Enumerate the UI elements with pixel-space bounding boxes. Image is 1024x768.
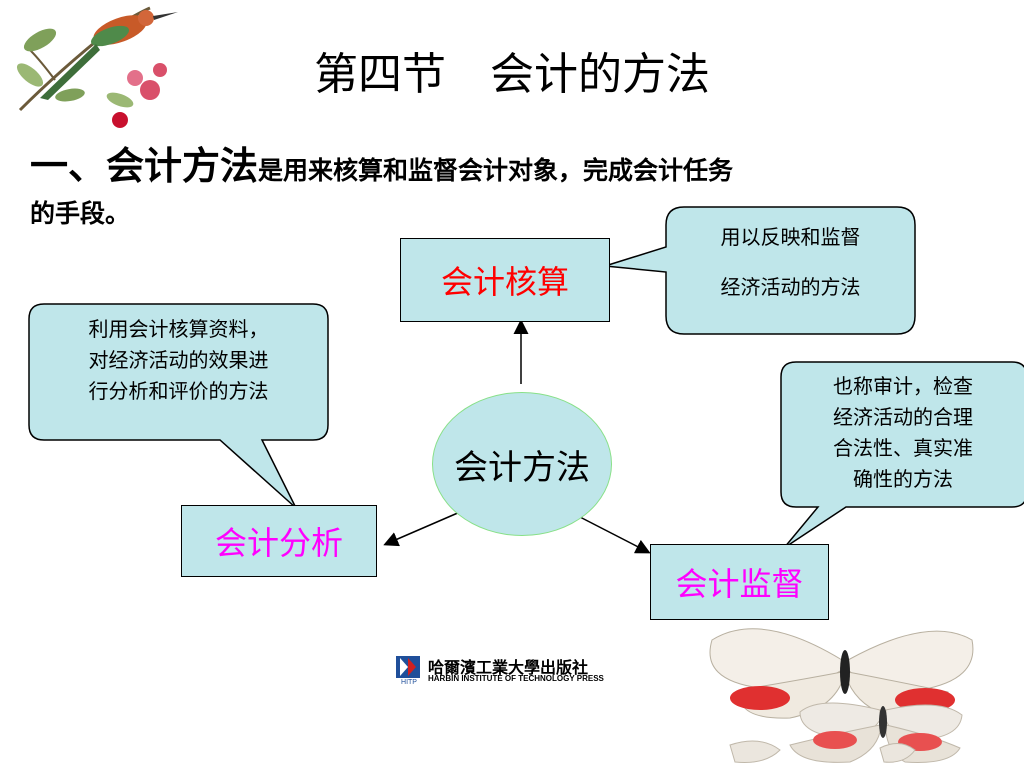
callout-hesuan-shape [604, 206, 916, 335]
definition-rest: 是用来核算和监督会计对象，完成会计任务 [258, 156, 734, 185]
publisher-logo-icon [396, 656, 420, 678]
callout-hesuan: 用以反映和监督 经济活动的方法 [668, 222, 913, 302]
callout-hesuan-line1: 用以反映和监督 [720, 225, 861, 249]
callout-jiandu-line4: 确性的方法 [853, 467, 953, 491]
page-title-section: 第四节 [314, 49, 446, 100]
arrow-to-fenxi [383, 511, 461, 547]
node-jiandu: 会计监督 [650, 544, 829, 620]
definition-line2: 的手段。 [30, 199, 131, 228]
callout-jiandu-line2: 经济活动的合理 [833, 405, 973, 429]
node-fenxi: 会计分析 [181, 505, 377, 577]
node-hesuan-label: 会计核算 [440, 263, 569, 301]
publisher-abbr: HITP [401, 679, 417, 686]
callout-jiandu: 也称审计，检查 经济活动的合理 合法性、真实准 确性的方法 [783, 371, 1023, 495]
callout-jiandu-line3: 合法性、真实准 [833, 436, 973, 460]
callout-hesuan-line2: 经济活动的方法 [720, 275, 861, 299]
callout-fenxi-line3: 行分析和评价的方法 [88, 379, 269, 403]
publisher-logo: HITP 哈爾濱工業大學出版社 HARBIN INSTITUTE OF TECH… [394, 654, 634, 688]
page-title-topic: 会计的方法 [490, 49, 710, 100]
node-jiandu-label: 会计监督 [675, 565, 804, 603]
node-hesuan: 会计核算 [400, 238, 610, 322]
callout-jiandu-line1: 也称审计，检查 [833, 374, 973, 398]
node-fenxi-label: 会计分析 [214, 524, 343, 562]
callout-jiandu-shape [780, 361, 1024, 549]
publisher-name-en: HARBIN INSTITUTE OF TECHNOLOGY PRESS [428, 674, 604, 683]
callout-fenxi-line2: 对经济活动的效果进 [88, 348, 269, 372]
arrow-to-jiandu [577, 515, 651, 554]
page-title: 第四节会计的方法 [0, 38, 1024, 102]
definition-lead: 一、会计方法 [30, 143, 259, 188]
callout-fenxi: 利用会计核算资料， 对经济活动的效果进 行分析和评价的方法 [31, 314, 326, 407]
definition-heading: 一、会计方法是用来核算和监督会计对象，完成会计任务 的手段。 [30, 146, 980, 237]
callout-fenxi-shape [28, 303, 329, 509]
center-node-label: 会计方法 [454, 447, 590, 488]
center-node: 会计方法 [432, 392, 612, 536]
callout-fenxi-line1: 利用会计核算资料， [88, 317, 269, 341]
publisher-name-cn: 哈爾濱工業大學出版社 [428, 658, 589, 677]
